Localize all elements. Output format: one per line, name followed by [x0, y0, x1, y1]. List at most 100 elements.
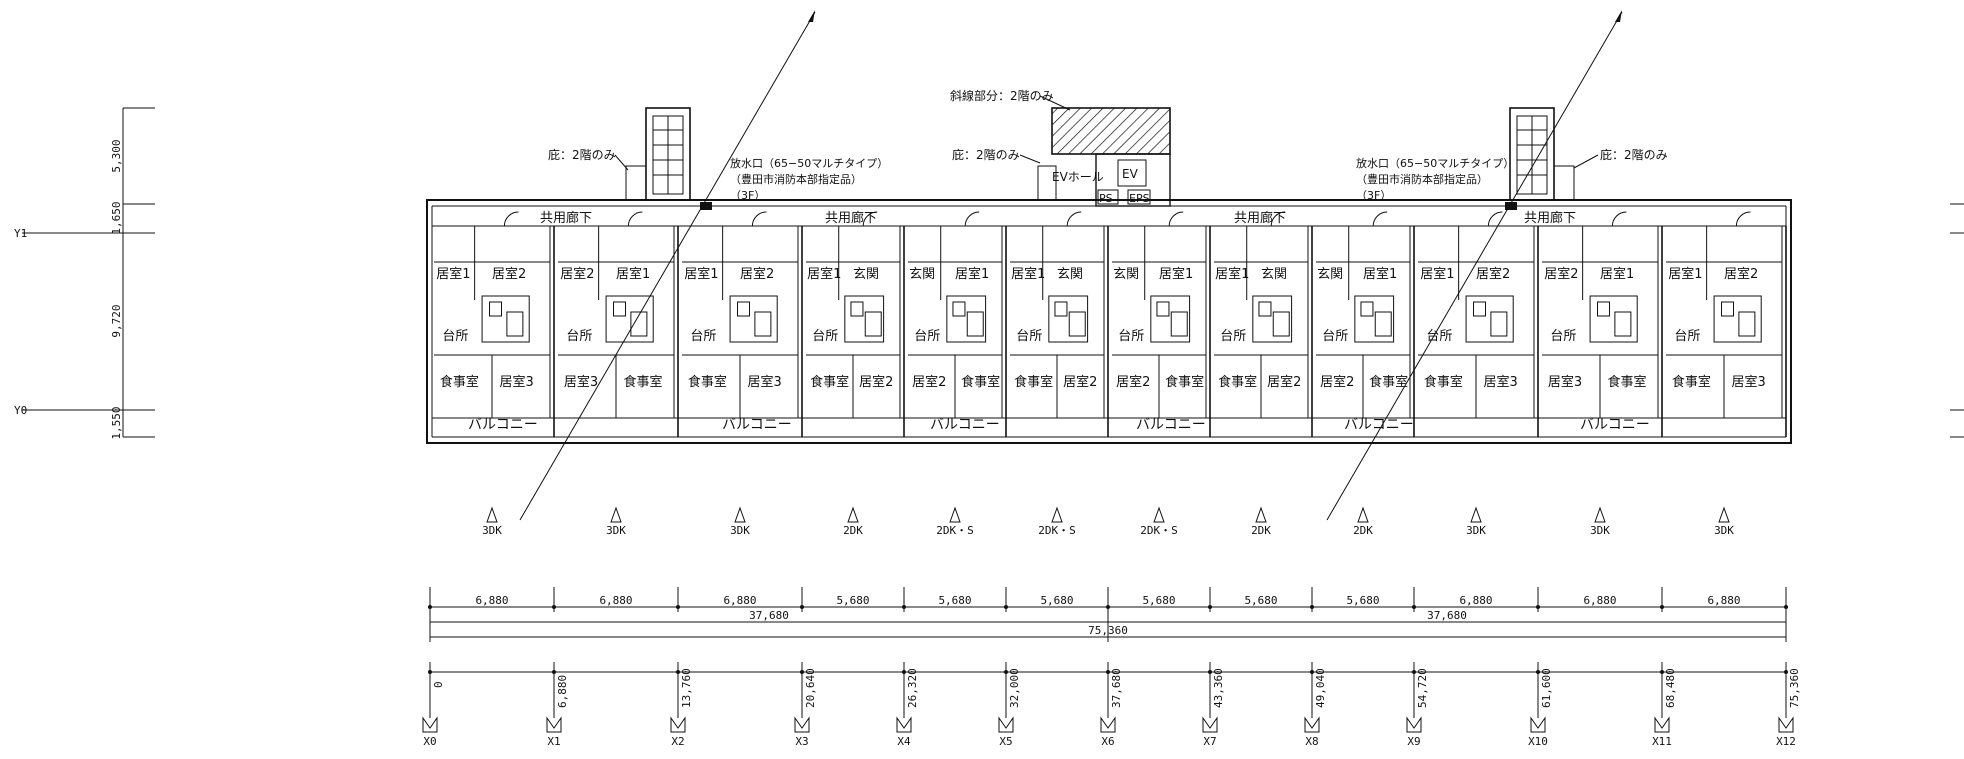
room-label: 居室1: [1159, 266, 1193, 282]
room-label: 居室3: [1548, 374, 1582, 390]
span-dim: 6,880: [1459, 594, 1492, 607]
unit-type-label: 2DK・S: [936, 524, 974, 537]
room-label: 台所: [1426, 329, 1452, 344]
dim-5300: 5,300: [110, 139, 123, 172]
unit-type-label: 3DK: [606, 524, 626, 537]
room-label: 食事室: [1607, 374, 1646, 390]
unit-type-label: 3DK: [1714, 524, 1734, 537]
room-label: 台所: [1118, 329, 1144, 344]
room-label: 玄関: [1261, 267, 1287, 282]
half-dim: 37,680: [1427, 609, 1467, 622]
x-axis-label: X1: [547, 735, 560, 748]
stair-core-right: [1509, 107, 1575, 201]
span-dim: 5,680: [1040, 594, 1073, 607]
cumulative-dim: 13,760: [680, 668, 693, 708]
cumulative-dim: 61,600: [1540, 668, 1553, 708]
dim-9720: 9,720: [110, 304, 123, 337]
unit-type-marker: [1718, 506, 1730, 523]
ps-label: PS: [1099, 192, 1113, 205]
room-label: 食事室: [810, 374, 849, 390]
room-label: 居室1: [436, 266, 470, 282]
x-axis-label: X4: [897, 735, 911, 748]
balcony-label-4: バルコニー: [1136, 417, 1206, 433]
room-label: 台所: [914, 329, 940, 344]
room-label: 居室2: [492, 266, 526, 282]
room-label: 台所: [1016, 329, 1042, 344]
x-axis-label: X11: [1652, 735, 1672, 748]
hatched-note: 斜線部分：2階のみ: [950, 88, 1054, 103]
hydrant-note-right-3: （3F）: [1356, 189, 1391, 202]
left-dimension-chain: 5,300 1,650 9,720 1,550 Y1 Y0: [14, 107, 1964, 440]
cumulative-dim: 32,000: [1008, 668, 1021, 708]
section-cut-lines: [519, 10, 1623, 521]
room-label: 台所: [812, 329, 838, 344]
room-label: 玄関: [1057, 267, 1083, 282]
cumulative-dim: 37,680: [1110, 668, 1123, 708]
hydrant-note-left-3: （3F）: [730, 189, 765, 202]
unit-type-label: 2DK・S: [1140, 524, 1178, 537]
room-label: 居室3: [1483, 374, 1517, 390]
eps-label: EPS: [1129, 192, 1150, 205]
room-label: 食事室: [688, 374, 727, 390]
span-dim: 5,680: [1346, 594, 1379, 607]
hatched-area: [1051, 107, 1171, 155]
corridor-label-2: 共用廊下: [825, 210, 877, 226]
cumulative-dim: 26,320: [906, 668, 919, 708]
room-label: 食事室: [1218, 374, 1257, 390]
ev-label: EV: [1122, 167, 1139, 181]
span-dim: 5,680: [938, 594, 971, 607]
building-outline: [426, 199, 1792, 444]
axis-y1-label: Y1: [14, 227, 27, 240]
x-axis-label: X7: [1203, 735, 1216, 748]
hydrant-note-left-2: （豊田市消防本部指定品）: [730, 172, 862, 186]
room-label: 居室3: [747, 374, 781, 390]
room-label: 台所: [442, 329, 468, 344]
room-label: 玄関: [1317, 267, 1343, 282]
half-dim: 37,680: [749, 609, 789, 622]
room-label: 居室1: [1668, 266, 1702, 282]
x-axis-label: X6: [1101, 735, 1114, 748]
unit-type-label: 2DK・S: [1038, 524, 1076, 537]
bottom-dimension-chain: 0X06,880X113,760X220,640X326,320X432,000…: [422, 587, 1801, 748]
room-label: 台所: [1550, 329, 1576, 344]
room-label: 居室2: [1544, 266, 1578, 282]
room-label: 玄関: [1113, 267, 1139, 282]
x-axis-label: X8: [1305, 735, 1318, 748]
x-axis-label: X0: [423, 735, 436, 748]
span-dim: 6,880: [723, 594, 756, 607]
room-label: 食事室: [1014, 374, 1053, 390]
room-label: 居室2: [1116, 374, 1150, 390]
stair-core-left: [625, 107, 691, 201]
unit-type-marker: [949, 506, 961, 523]
cumulative-dim: 0: [432, 681, 445, 688]
room-label: 食事室: [1672, 374, 1711, 390]
unit-type-marker: [1357, 506, 1369, 523]
unit-type-marker: [1051, 506, 1063, 523]
span-dim: 6,880: [599, 594, 632, 607]
room-label: 台所: [566, 329, 592, 344]
corridor-labels: 共用廊下 共用廊下 共用廊下 共用廊下 バルコニー バルコニー バルコニー バル…: [468, 210, 1650, 433]
axis-y0-label: Y0: [14, 404, 27, 417]
corridor-label-1: 共用廊下: [540, 210, 592, 226]
unit-type-marker: [1470, 506, 1482, 523]
x-axis-label: X10: [1528, 735, 1548, 748]
hydrant-note-right-2: （豊田市消防本部指定品）: [1356, 172, 1488, 186]
span-dim: 6,880: [1583, 594, 1616, 607]
unit-type-marker: [847, 506, 859, 523]
room-label: 居室3: [564, 374, 598, 390]
unit-type-marker: [734, 506, 746, 523]
room-label: 食事室: [623, 374, 662, 390]
room-label: 食事室: [1165, 374, 1204, 390]
corridor-label-4: 共用廊下: [1524, 210, 1576, 226]
x-axis-label: X3: [795, 735, 808, 748]
unit-type-marker: [1255, 506, 1267, 523]
room-label: 台所: [1322, 329, 1348, 344]
room-label: 居室1: [1363, 266, 1397, 282]
cumulative-dim: 43,360: [1212, 668, 1225, 708]
